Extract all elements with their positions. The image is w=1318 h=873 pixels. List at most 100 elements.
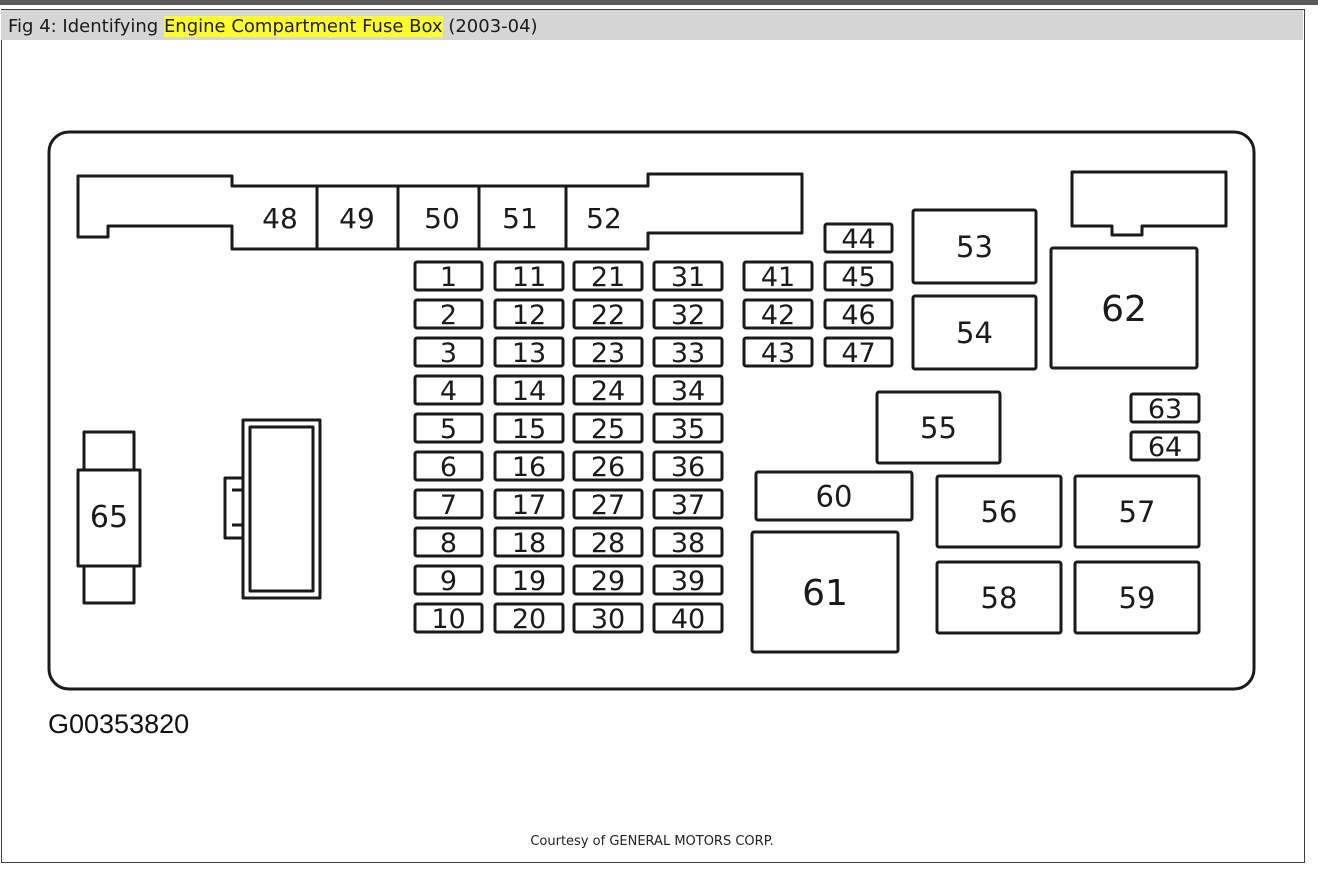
fuse-21: 21 [572,260,644,293]
svg-text:18: 18 [512,528,546,559]
svg-text:40: 40 [671,604,705,635]
svg-text:13: 13 [512,338,546,369]
diagram-code: G00353820 [48,709,190,739]
svg-text:15: 15 [512,414,546,445]
connector-clip [223,418,322,600]
fuse-bar-48-52 [76,172,804,251]
svg-text:7: 7 [440,490,457,521]
svg-text:41: 41 [761,262,795,293]
fuse-43: 43 [742,336,814,369]
fuse-27: 27 [572,488,644,521]
fuse-45: 45 [823,260,894,293]
svg-text:35: 35 [671,414,705,445]
svg-text:63: 63 [1148,394,1182,425]
maxi-fuse-body [76,430,142,605]
svg-text:46: 46 [841,300,875,331]
fuse-44: 44 [823,222,894,255]
fuse-42: 42 [742,298,814,331]
fuse-34: 34 [652,374,724,407]
fuse-37: 37 [652,488,724,521]
svg-text:54: 54 [956,316,993,350]
svg-text:31: 31 [671,262,705,293]
top-right-connector [1070,170,1228,237]
fuse-9: 9 [413,564,484,597]
svg-text:14: 14 [512,376,546,407]
svg-text:11: 11 [512,262,546,293]
fuse-18: 18 [493,526,565,559]
relay-62: 62 [1049,246,1199,370]
figure-title: Fig 4: Identifying Engine Compartment Fu… [8,16,538,38]
svg-text:22: 22 [591,300,625,331]
svg-text:61: 61 [802,573,848,614]
svg-text:19: 19 [512,566,546,597]
svg-text:60: 60 [816,479,853,513]
svg-text:28: 28 [591,528,625,559]
svg-text:59: 59 [1119,581,1156,615]
svg-text:58: 58 [981,581,1018,615]
relay-57: 57 [1073,474,1201,549]
svg-text:55: 55 [920,411,957,445]
svg-text:3: 3 [440,338,457,369]
fuse-14: 14 [493,374,565,407]
svg-text:56: 56 [981,495,1018,529]
fuse-40: 40 [652,602,724,635]
fuse-47: 47 [823,336,894,369]
fuse-39: 39 [652,564,724,597]
fuse-label-49: 49 [339,202,375,235]
relay-61: 61 [750,530,900,654]
svg-text:23: 23 [591,338,625,369]
fuse-25: 25 [572,412,644,445]
fuse-63: 63 [1129,392,1201,425]
svg-text:12: 12 [512,300,546,331]
svg-text:20: 20 [512,604,546,635]
fuse-8: 8 [413,526,484,559]
fuse-32: 32 [652,298,724,331]
relay-53: 53 [911,208,1038,285]
fuse-31: 31 [652,260,724,293]
fuse-29: 29 [572,564,644,597]
fuse-4: 4 [413,374,484,407]
svg-text:32: 32 [671,300,705,331]
svg-text:30: 30 [591,604,625,635]
fuse-36: 36 [652,450,724,483]
svg-text:16: 16 [512,452,546,483]
fuse-2: 2 [413,298,484,331]
fuse-19: 19 [493,564,565,597]
fuse-3: 3 [413,336,484,369]
fuse-23: 23 [572,336,644,369]
fuse-20: 20 [493,602,565,635]
title-suffix: (2003-04) [442,16,538,37]
svg-text:33: 33 [671,338,705,369]
fuse-label-51: 51 [502,202,538,235]
fuse-1: 1 [413,260,484,293]
fuse-24: 24 [572,374,644,407]
svg-text:9: 9 [440,566,457,597]
fuse-12: 12 [493,298,565,331]
svg-text:57: 57 [1119,495,1156,529]
relay-58: 58 [935,560,1063,635]
fuse-13: 13 [493,336,565,369]
svg-text:53: 53 [956,230,993,264]
fuse-10: 10 [413,602,484,635]
fuse-15: 15 [493,412,565,445]
svg-text:6: 6 [440,452,457,483]
fuse-box-outline [47,130,1256,691]
svg-text:38: 38 [671,528,705,559]
fuse-6: 6 [413,450,484,483]
relay-56: 56 [935,474,1063,549]
fuse-label-48: 48 [262,202,298,235]
fuse-22: 22 [572,298,644,331]
fuse-label-50: 50 [424,202,460,235]
fuse-38: 38 [652,526,724,559]
svg-text:39: 39 [671,566,705,597]
svg-text:44: 44 [841,224,875,255]
svg-text:29: 29 [591,566,625,597]
title-prefix: Fig 4: Identifying [8,16,164,37]
svg-text:5: 5 [440,414,457,445]
relay-55: 55 [875,390,1002,465]
fuse-41: 41 [742,260,814,293]
fuse-33: 33 [652,336,724,369]
svg-text:24: 24 [591,376,625,407]
credit-line: Courtesy of GENERAL MOTORS CORP. [530,834,774,849]
